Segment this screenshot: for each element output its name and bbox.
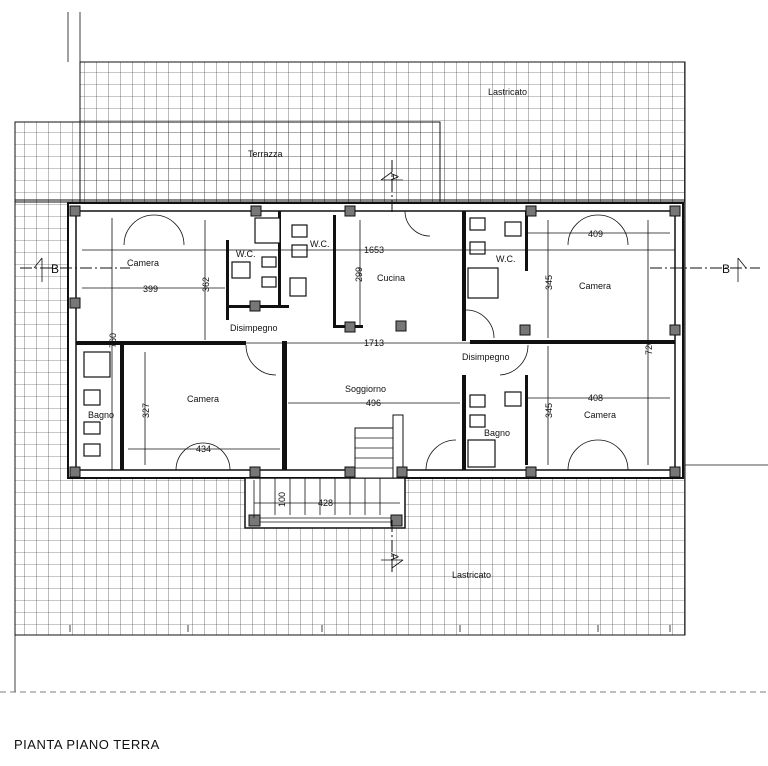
dim-720: 720: [644, 340, 654, 355]
room-label-wc-2: W.C.: [310, 239, 330, 249]
dimension-lines: [82, 218, 675, 518]
bottom-ticks: [69, 625, 671, 632]
drawing-title: PIANTA PIANO TERRA: [14, 737, 160, 752]
area-label-lastricato-bottom: Lastricato: [452, 570, 491, 580]
room-label-cucina: Cucina: [377, 273, 405, 283]
sanitary-fixtures: [83, 217, 522, 468]
terrazza-grid: [14, 121, 441, 203]
section-lines: [20, 160, 760, 575]
room-label-bagno-w: Bagno: [88, 410, 114, 420]
section-b-left-label: B: [51, 262, 59, 276]
dim-345-upper: 345: [544, 275, 554, 290]
dim-399: 399: [143, 284, 158, 294]
room-label-disimpegno-w: Disimpegno: [230, 323, 278, 333]
interior-stair: [354, 427, 394, 479]
dim-428: 428: [318, 498, 333, 508]
room-label-camera-sw: Camera: [187, 394, 219, 404]
room-label-camera-nw: Camera: [127, 258, 159, 268]
section-a-top-label: A: [388, 173, 400, 181]
room-label-bagno-e: Bagno: [484, 428, 510, 438]
dim-100: 100: [277, 492, 287, 507]
doors: [123, 210, 629, 471]
dim-362: 362: [201, 277, 211, 292]
section-a-bottom-label: A: [388, 553, 400, 561]
dim-408: 408: [588, 393, 603, 403]
room-label-disimpegno-e: Disimpegno: [462, 352, 510, 362]
dim-409: 409: [588, 229, 603, 239]
area-label-terrazza: Terrazza: [248, 149, 283, 159]
dim-496: 496: [366, 398, 381, 408]
dim-1713: 1713: [364, 338, 384, 348]
dim-327: 327: [141, 403, 151, 418]
dim-1653: 1653: [364, 245, 384, 255]
dim-434: 434: [196, 444, 211, 454]
section-b-right-label: B: [722, 262, 730, 276]
dim-299: 299: [354, 267, 364, 282]
room-label-wc-1: W.C.: [236, 249, 256, 259]
dim-345-lower: 345: [544, 403, 554, 418]
room-label-wc-3: W.C.: [496, 254, 516, 264]
pillars: [69, 205, 681, 478]
room-label-camera-ne: Camera: [579, 281, 611, 291]
area-label-lastricato-top: Lastricato: [488, 87, 527, 97]
room-label-soggiorno: Soggiorno: [345, 384, 386, 394]
room-label-camera-se: Camera: [584, 410, 616, 420]
dim-760: 760: [108, 333, 118, 348]
